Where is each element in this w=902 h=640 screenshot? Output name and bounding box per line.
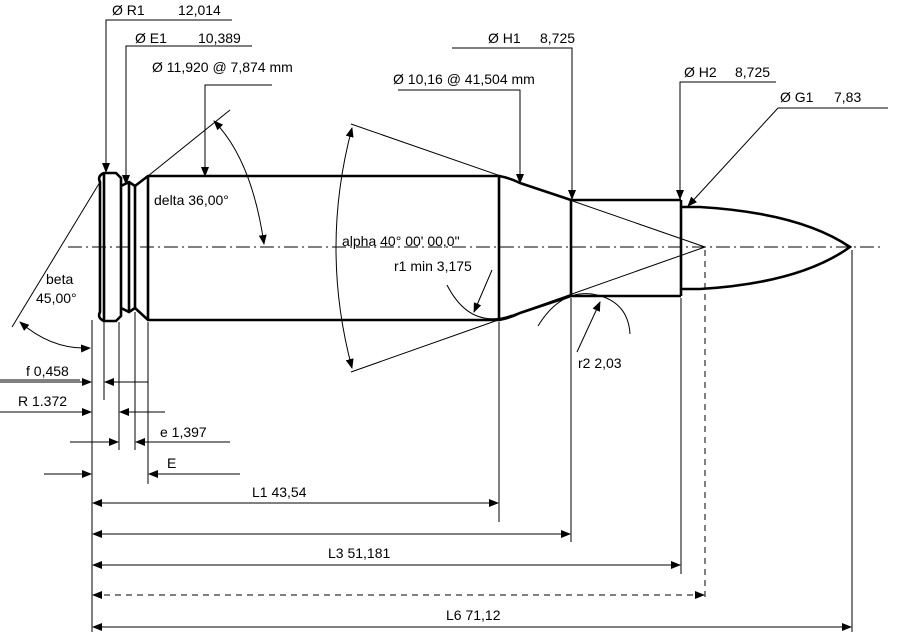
label-h2-val: 8,725 (735, 64, 770, 80)
label-beta: beta (46, 271, 73, 287)
r1-leader (473, 269, 493, 313)
label-delta: delta 36,00° (154, 192, 229, 208)
g1-leader (687, 107, 888, 207)
label-r1min: r1 min 3,175 (394, 258, 472, 274)
label-h1: Ø H1 (488, 30, 521, 46)
label-r1: Ø R1 (112, 2, 145, 18)
beta-arc (19, 321, 91, 353)
label-g1-val: 7,83 (834, 89, 861, 105)
label-h1-val: 8,725 (540, 30, 575, 46)
alpha-line-bottom (350, 246, 706, 373)
label-e1-val: 10,389 (198, 30, 241, 46)
h2-leader (676, 81, 776, 200)
label-L6: L6 71,12 (446, 607, 501, 623)
r1-arc (446, 284, 513, 320)
label-beta-val: 45,00° (36, 290, 77, 306)
beta-line (11, 181, 101, 328)
label-shoulder-dia: Ø 10,16 @ 41,504 mm (393, 71, 535, 87)
label-E: E (167, 455, 176, 471)
label-f: f 0,458 (26, 363, 69, 379)
delta-line (147, 109, 231, 177)
label-e: e 1,397 (160, 424, 207, 440)
label-e1: Ø E1 (135, 30, 167, 46)
cartridge-outline (97, 171, 853, 323)
label-L1: L1 43,54 (252, 484, 307, 500)
body-dia-leader (201, 84, 272, 177)
shoulder-dia-leader (398, 89, 524, 184)
r2-arc (537, 293, 631, 335)
alpha-line-top (350, 123, 706, 248)
label-g1: Ø G1 (780, 89, 814, 105)
delta-arc (213, 120, 267, 245)
e1-leader-line (122, 45, 252, 185)
label-r2: r2 2,03 (578, 355, 622, 371)
label-R: R 1.372 (18, 393, 67, 409)
r2-leader (576, 301, 601, 353)
r1-leader-line (102, 19, 232, 173)
alpha-arc (335, 127, 354, 369)
label-h2: Ø H2 (684, 64, 717, 80)
label-r1-val: 12,014 (178, 2, 221, 18)
label-L3: L3 51,181 (328, 545, 390, 561)
h1-leader (452, 47, 576, 200)
label-body-dia: Ø 11,920 @ 7,874 mm (152, 59, 293, 75)
label-alpha: alpha 40° 00' 00,0" (342, 233, 460, 249)
